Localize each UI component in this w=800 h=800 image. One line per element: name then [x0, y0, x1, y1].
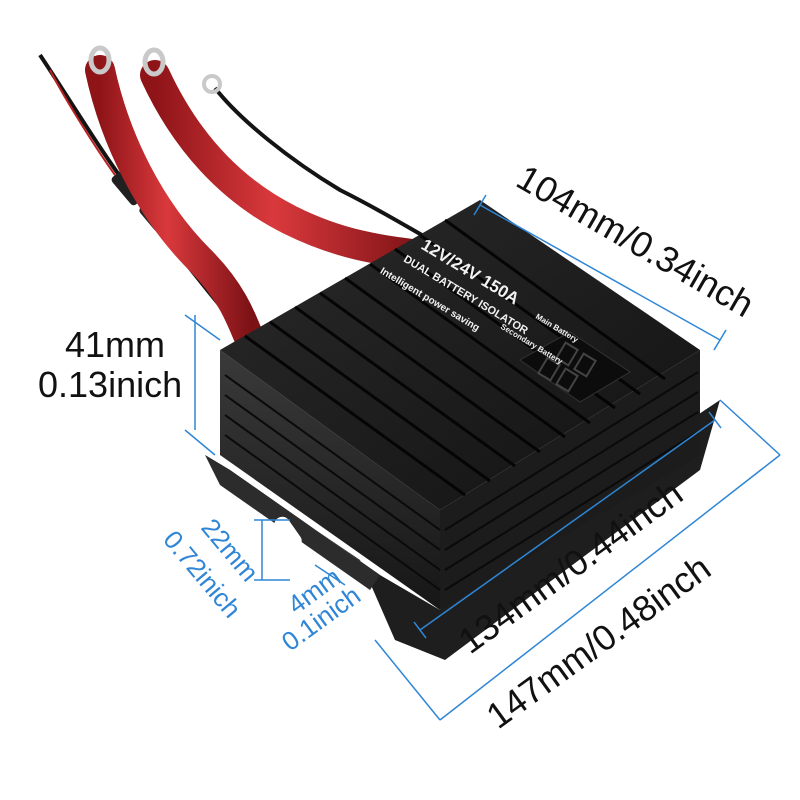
dimension-lines — [184, 194, 781, 721]
height-dimension-mm-label: 41mm — [65, 324, 165, 365]
isolator-body: 12V/24V 150A DUAL BATTERY ISOLATOR Intel… — [220, 200, 700, 610]
power-cables — [85, 45, 435, 355]
display-digits — [536, 341, 598, 393]
mounting-slot — [274, 516, 302, 550]
mounting-flange — [205, 400, 720, 660]
height-dimension-in-label: 0.13inich — [38, 364, 182, 405]
